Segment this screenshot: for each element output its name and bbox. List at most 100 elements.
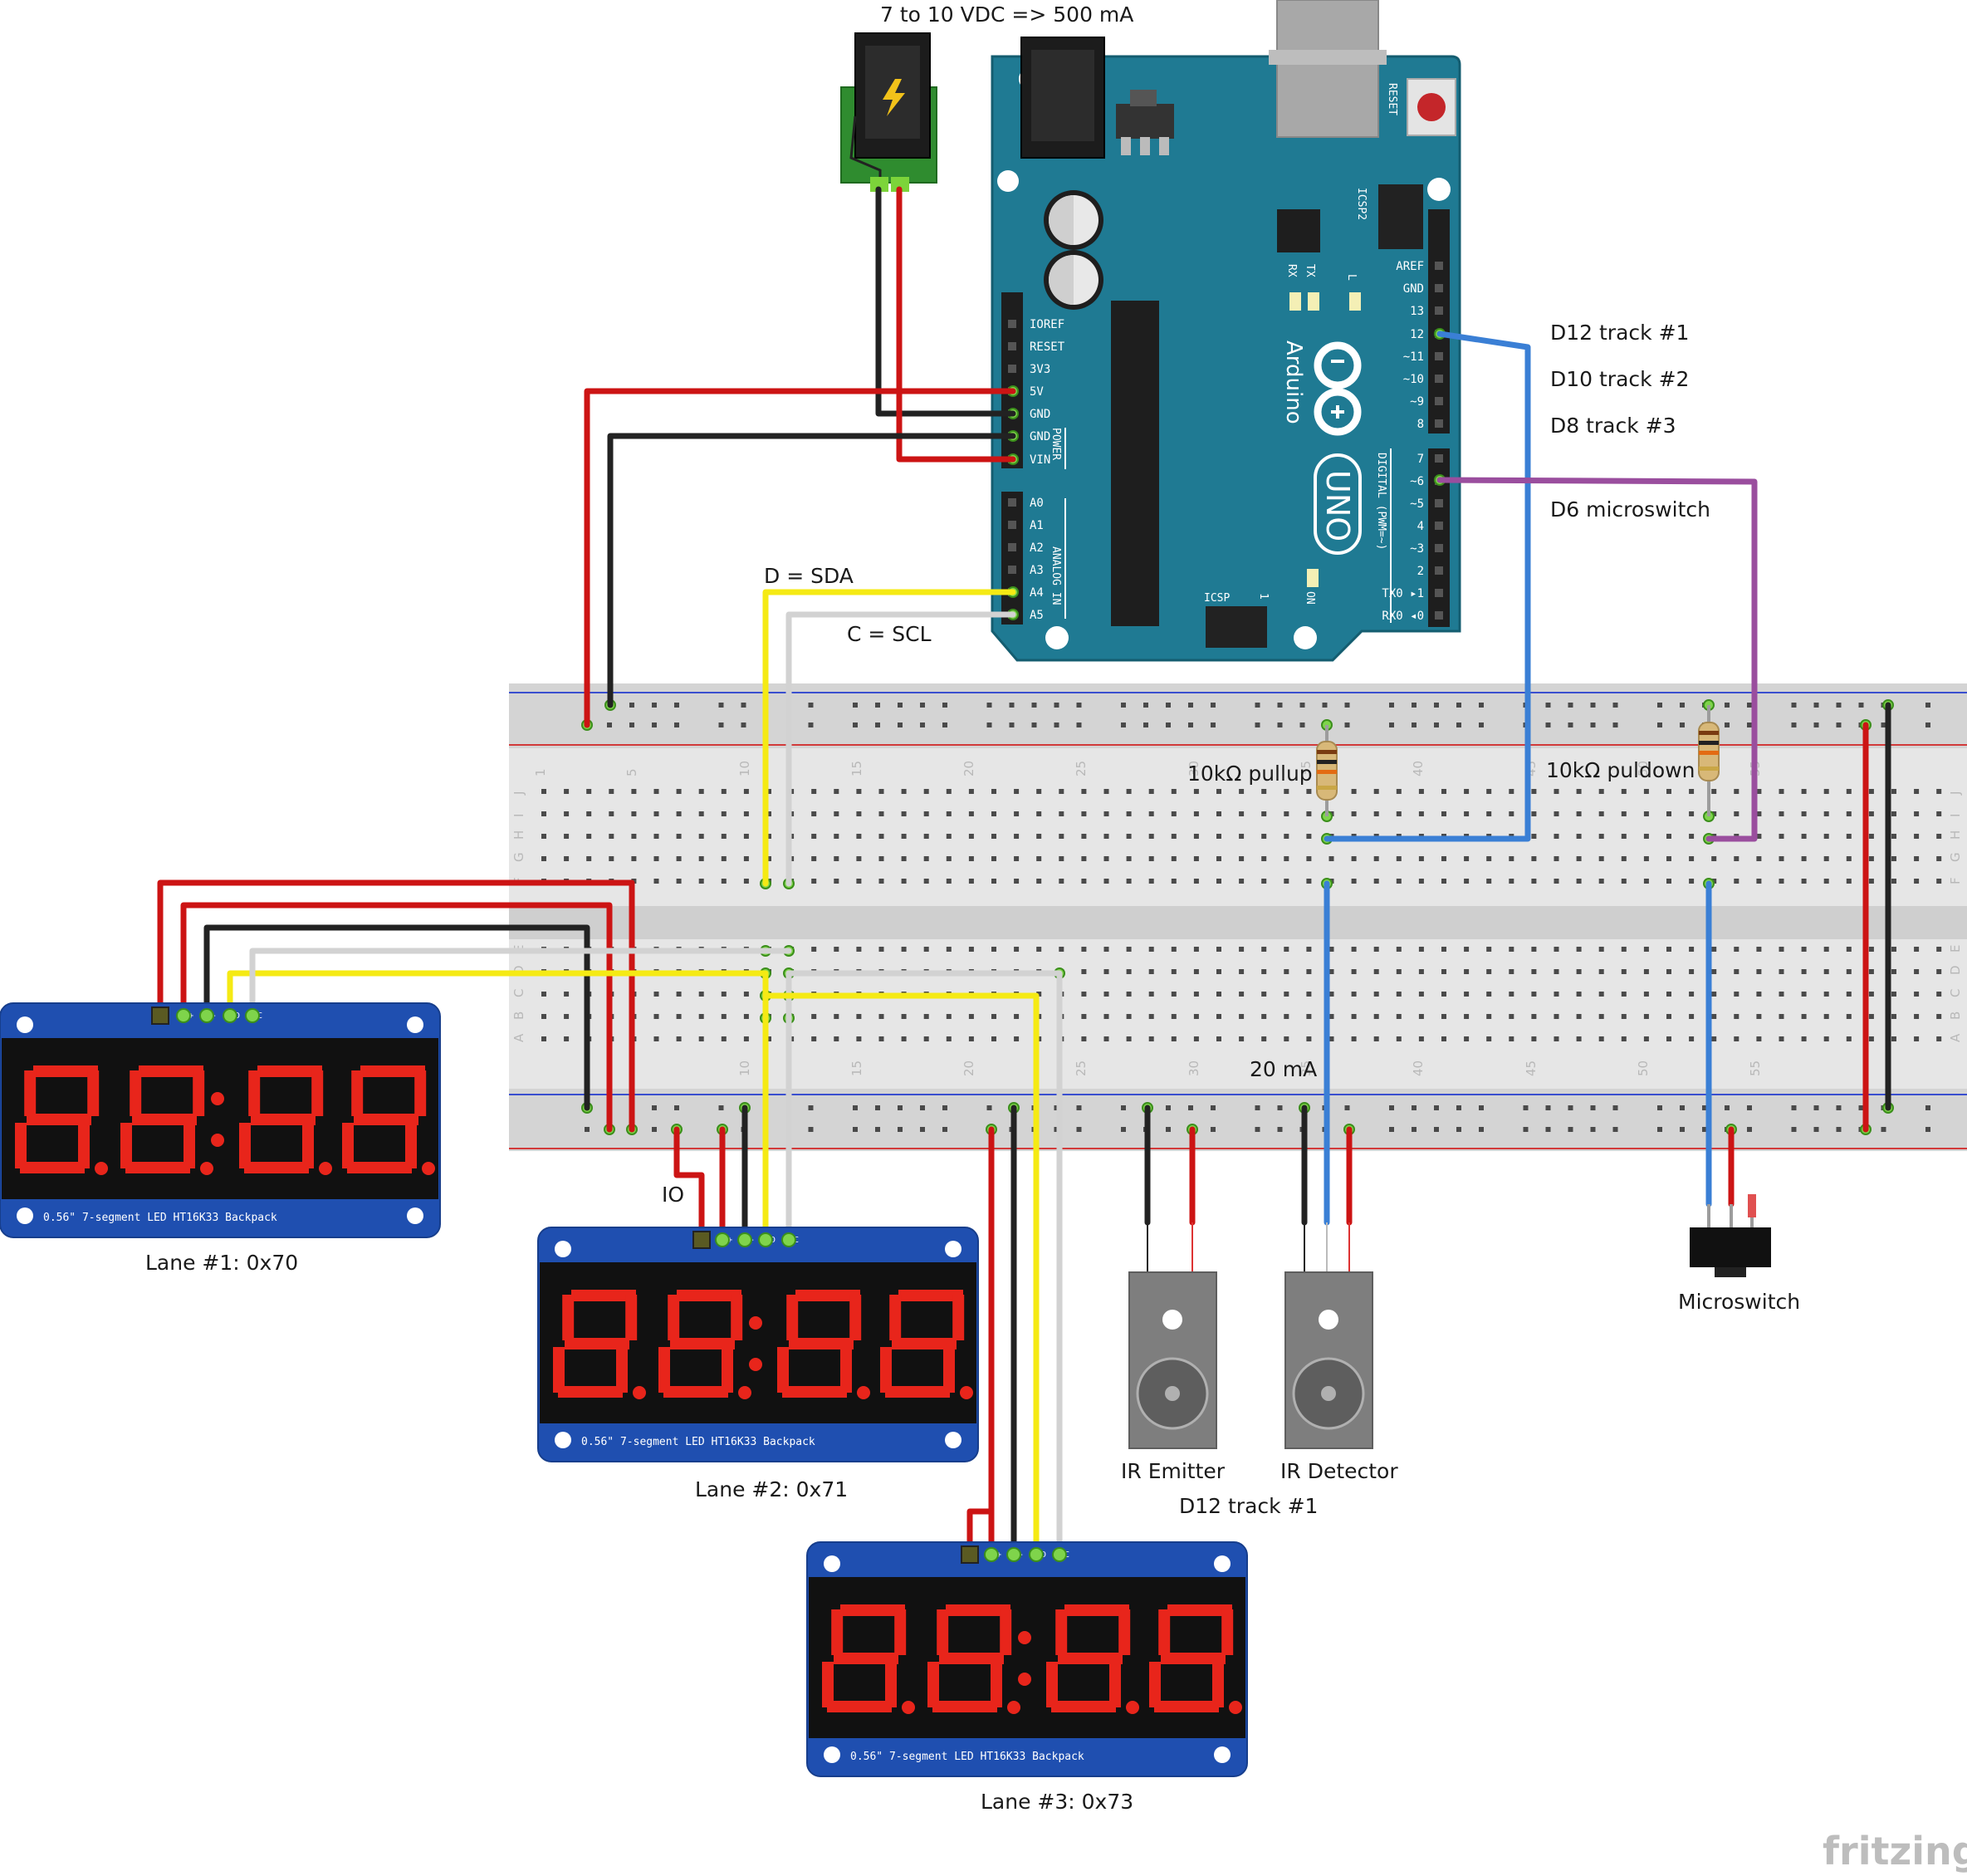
digital-pin-label: ~6 [1410,475,1424,488]
backpack-pin-label: D [235,1011,240,1021]
seven-segment-digit [822,1604,915,1714]
backpack-pin-label: C [794,1236,799,1245]
digital-pin-5: 2 [1417,565,1443,578]
backpack-pin [245,1008,260,1023]
wire-d12 [1324,331,1531,842]
wire-disp1-gnd [203,924,590,1111]
digital-pin-label: 2 [1417,565,1424,578]
on-led-label: ON [1304,591,1316,605]
digital-pin-0: AREF [1396,260,1443,273]
column-number: 10 [737,1060,752,1076]
row-letter: A [511,1033,526,1042]
column-number: 55 [1748,1060,1763,1076]
wire-disp3-sda [762,992,1040,1560]
ir-detector-label: IR Detector [1280,1459,1398,1483]
wire-disp1-io [157,879,635,1133]
digital-pin-label: GND [1403,282,1424,296]
analog-header-strip [1001,492,1023,625]
digital-pin-label: 7 [1417,453,1424,466]
mounting-hole [1427,178,1451,201]
analog-pin-2: A2 [1008,541,1044,555]
row-letter: J [1948,791,1963,796]
backpack-pin-label: - [212,1011,217,1021]
power-pin-2: 3V3 [1008,363,1050,376]
pullup-label: 10kΩ pullup [1187,762,1313,786]
wire-disp3-io [966,1126,995,1560]
backpack-pin [1052,1547,1067,1562]
mounting-hole [1294,626,1317,649]
row-letter: D [1948,965,1963,975]
wire-d6 [1436,477,1758,842]
backpack-pin [781,1232,796,1247]
backpack-pin-square [692,1231,711,1249]
sda-label: D = SDA [764,564,854,588]
digital-pin-4: ~11 [1403,350,1443,364]
column-number: 15 [849,761,864,776]
wire-5v-rail [584,388,1016,728]
scl-label: C = SCL [847,622,932,646]
ir-detector [1284,1222,1373,1449]
icsp-label: ICSP [1204,592,1230,605]
d10-track2-label: D10 track #2 [1550,367,1689,391]
lane3-label: Lane #3: 0x73 [981,1790,1133,1814]
backpack-pin [223,1008,237,1023]
row-letter: F [1948,877,1963,884]
backpack-pin [737,1232,752,1247]
column-number: 50 [1636,761,1651,776]
colon-dot [1018,1631,1031,1644]
backpack-caption: 0.56" 7-segment LED HT16K33 Backpack [43,1212,277,1224]
wire-jack-vin [896,186,1016,463]
row-letter: D [511,965,526,975]
digital-pin-label: 8 [1417,418,1424,431]
digital-pin-label: 13 [1410,305,1424,318]
reset-label: RESET [1386,83,1398,115]
icsp2-label: ICSP2 [1355,188,1368,220]
power-supply-label: 7 to 10 VDC => 500 mA [880,2,1133,27]
arduino-uno-board: RESET ICSP2 ICSP 1 RX TX L ON Arduino [991,0,1461,662]
backpack-pin-label: + [188,1011,193,1021]
seven-segment-digit [1046,1604,1139,1714]
resistor-pulldown [1698,705,1720,816]
backpack-pin-label: C [257,1011,262,1021]
backpack-pin [1006,1547,1021,1562]
digital-pin-4: ~3 [1410,542,1443,556]
microswitch-label: Microswitch [1678,1290,1800,1314]
usb-connector [1276,0,1379,138]
column-number: 25 [1074,1060,1089,1076]
backpack-pin-square [961,1545,979,1564]
tx-led-label: TX [1304,264,1316,277]
backpack-pin [199,1008,214,1023]
backpack-pin-label: + [727,1236,732,1245]
row-letter: E [1948,945,1963,953]
power-pin-0: IOREF [1008,318,1064,331]
analog-pin-0: A0 [1008,497,1044,510]
analog-pin-label: A3 [1030,564,1044,577]
column-number: 35 [1299,761,1314,776]
backpack-caption: 0.56" 7-segment LED HT16K33 Backpack [581,1436,815,1448]
power-header-strip [1001,292,1023,468]
dc-power-jack [840,32,937,192]
power-pin-label: GND [1030,408,1050,421]
d12-track1-label: D12 track #1 [1550,321,1689,345]
arduino-pcb [991,55,1461,662]
column-number: 25 [1074,761,1089,776]
backpack-pin [176,1008,191,1023]
icsp-pin1-label: 1 [1257,593,1270,600]
column-number: 5 [624,768,639,776]
wire-sda [762,589,1016,887]
analog-pin-label: A5 [1030,609,1044,622]
digital-pin-label: ~5 [1410,497,1424,511]
wire-disp1-scl [249,948,792,1018]
seven-segment-digit [927,1604,1020,1714]
digital-pin-label: ~9 [1410,395,1424,409]
power-pin-label: 5V [1030,385,1044,399]
backpack-pin-label: + [996,1550,1001,1560]
wire-scl [785,611,1016,887]
digital-header-top-strip [1428,209,1450,433]
digital-pin-7: RX0 ◂0 [1382,610,1443,623]
seven-segment-digit [342,1065,435,1175]
wire-jack-gnd [875,186,1016,417]
reset-button-cap[interactable] [1417,93,1446,121]
